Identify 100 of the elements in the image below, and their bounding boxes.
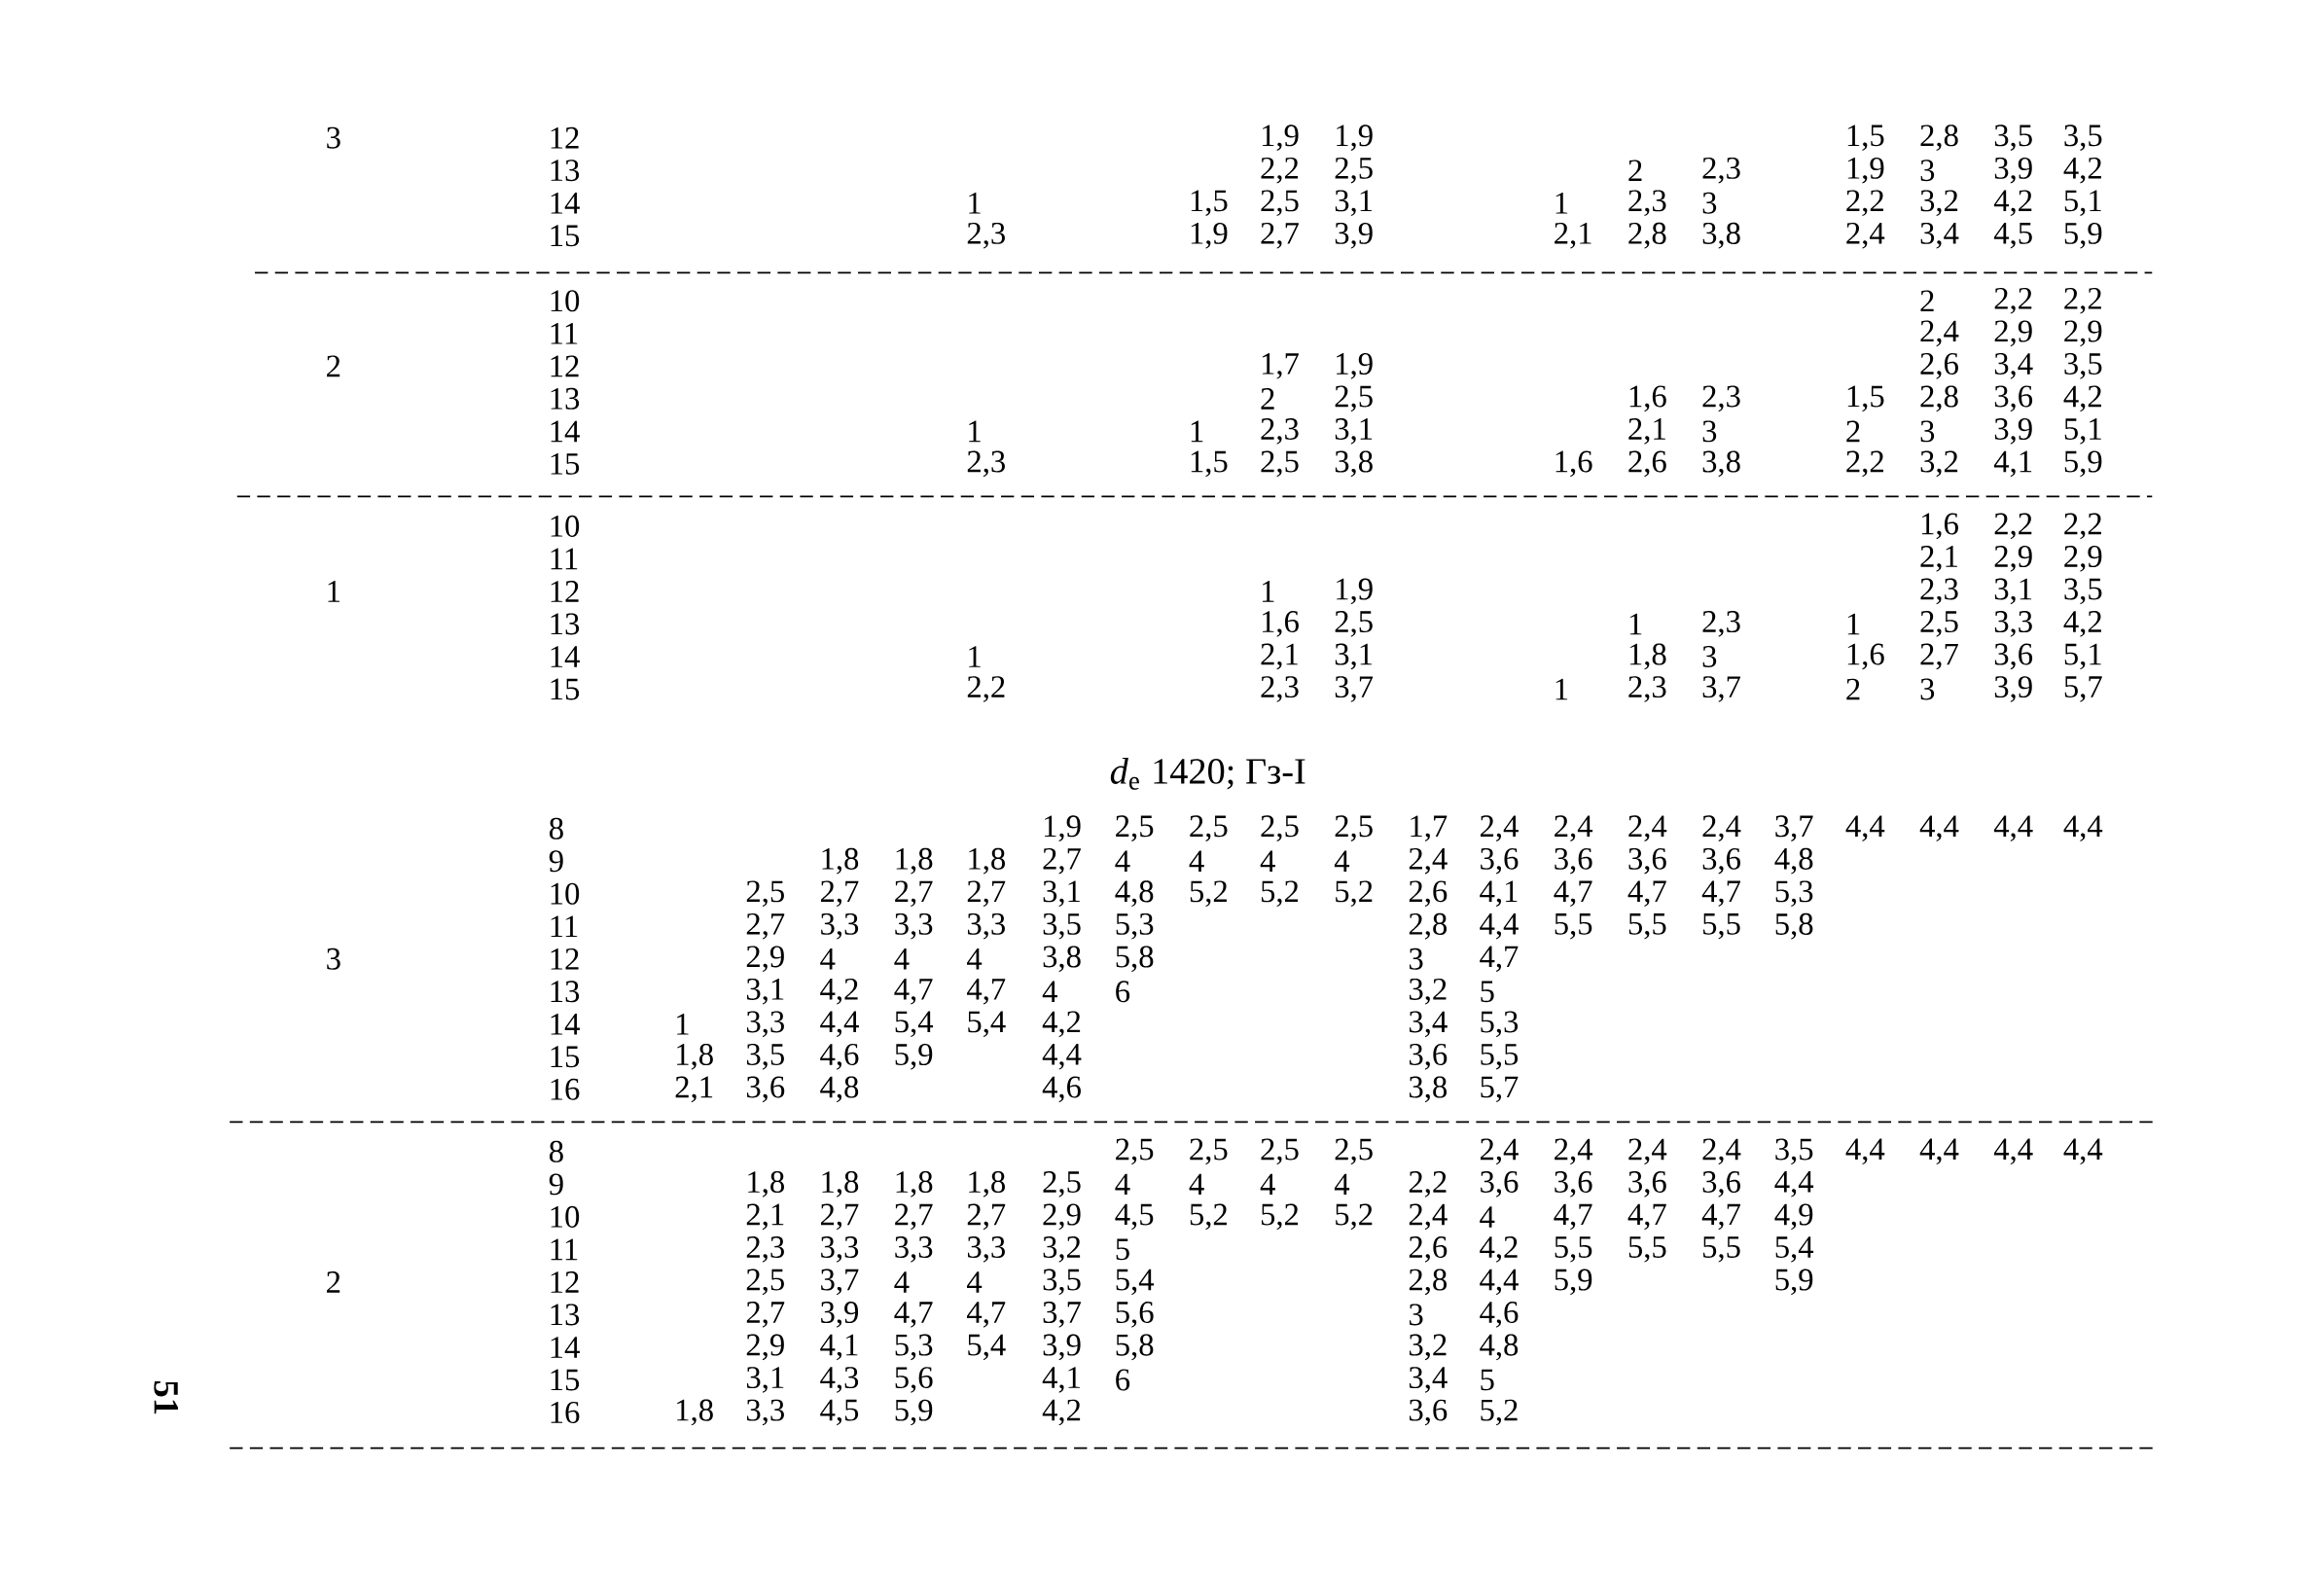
table-cell: 4,7 [894,1302,933,1328]
table-cell: 1 [1191,420,1203,443]
table-cell: 2,1 [1920,546,1957,572]
table-cell: 3,1 [746,979,784,1005]
table-cell: 3,5 [2064,353,2102,379]
table-cell: 2,9 [746,1334,784,1361]
table-cell: 2,7 [1043,848,1081,875]
table-cell: 4,9 [1774,1203,1813,1231]
table-cell: 2,5 [1190,815,1228,842]
table-cell: 3,9 [1994,676,2032,703]
row-number: 14 [551,193,580,214]
table-cell: 2,7 [967,1203,1006,1231]
table-cell: 1,9 [1262,125,1299,152]
table-cell: 2,5 [1116,1138,1154,1165]
table-cell: 3,6 [1628,1171,1666,1198]
table-cell: 4,8 [1480,1334,1519,1361]
table-cell: 3,3 [821,1236,859,1263]
table-cell: 4,1 [1042,1367,1080,1393]
row-number: 13 [551,388,580,411]
table-cell: 4,1 [1993,450,2032,478]
table-cell: 3,8 [1702,223,1740,249]
table-cell: 2,5 [1920,611,1958,637]
group-number: 1 [328,581,340,602]
table-cell: 3,6 [1410,1399,1448,1426]
table-cell: 2,3 [1702,385,1740,412]
table-cell: 5,4 [1116,1269,1155,1296]
table-cell: 1 [677,1014,689,1035]
table-cell: 2,1 [1555,223,1591,249]
table-cell: 4,7 [967,1302,1006,1328]
table-cell: 3,9 [1043,1334,1081,1361]
table-cell: 3,5 [2064,578,2102,605]
row-number: 9 [549,1173,563,1196]
table-cell: 2,3 [1628,676,1666,703]
table-cell: 1 [1555,193,1568,214]
table-cell: 6 [1116,981,1130,1003]
table-cell: 2,2 [1994,513,2032,540]
table-cell: 1,8 [969,848,1005,875]
table-cell: 2,3 [1702,611,1740,637]
table-cell: 2,9 [1994,320,2032,347]
table-cell: 5,3 [895,1334,933,1361]
table-cell: 3 [1920,160,1935,182]
table-cell: 4,8 [1115,880,1154,908]
table-cell: 2,8 [1628,223,1666,249]
table-cell: 2,5 [1261,1138,1299,1165]
table-cell: 3 [1410,1304,1423,1326]
table-cell: 3,1 [1335,643,1373,670]
table-cell: 2,6 [1628,450,1666,478]
table-cell: 4,2 [2063,611,2101,637]
row-number: 10 [551,882,580,905]
table-cell: 4,7 [1627,1203,1666,1231]
table-cell: 3 [1702,193,1717,214]
table-cell: 1,5 [1191,190,1228,217]
table-cell: 1,8 [1629,643,1666,670]
table-cell: 3,7 [1775,815,1813,842]
row-number: 14 [551,1337,580,1358]
table-cell: 5,4 [968,1334,1006,1361]
table-cell: 3,4 [1410,1011,1448,1038]
table-cell: 3,3 [895,913,933,940]
table-cell: 2,3 [746,1236,784,1263]
table-cell: 5,3 [1116,913,1154,940]
table-cell: 5,2 [1261,1203,1299,1231]
row-number: 10 [551,516,580,538]
row-number: 11 [551,548,578,570]
table-cell: 1,5 [1847,385,1884,412]
table-cell: 1,5 [1847,125,1884,152]
table-cell: 3,5 [746,1044,784,1070]
table-cell: 5,2 [1336,1203,1373,1231]
table-cell: 2,2 [1846,190,1883,217]
row-number: 10 [551,1206,580,1229]
table-cell: 3 [1410,948,1423,970]
table-cell: 1,6 [1847,643,1884,670]
table-cell: 1,8 [822,1171,859,1198]
table-cell: 2,5 [1261,190,1299,217]
table-cell: 2,5 [746,1269,784,1296]
table-cell: 4,6 [1480,1302,1519,1328]
table-cell: 2,5 [1335,611,1373,637]
table-cell: 3,8 [1335,450,1373,478]
group-number: 3 [327,948,340,970]
table-cell: 2,1 [1628,418,1665,445]
table-cell: 5,5 [1481,1044,1519,1070]
table-cell: 4,8 [1774,848,1813,875]
table-cell: 2,7 [967,880,1006,908]
table-cell: 5,3 [1481,1011,1519,1038]
row-number: 11 [551,915,578,938]
table-cell: 1,8 [677,1399,713,1426]
table-cell: 5,8 [1116,946,1154,973]
table-cell: 3,3 [746,1011,784,1038]
table-cell: 4,4 [1845,1138,1885,1165]
table-cell: 3,1 [746,1367,784,1394]
table-cell: 2,5 [1116,815,1154,842]
table-cell: 1,6 [1555,450,1592,478]
table-cell: 4 [1189,1173,1204,1196]
table-cell: 3,5 [1043,913,1081,940]
table-cell: 3 [1702,646,1717,668]
table-cell: 1,8 [677,1044,713,1070]
table-cell: 5 [1481,1369,1494,1391]
table-cell: 4 [1334,850,1350,873]
table-cell: 3,6 [1994,643,2033,670]
table-cell: 2,7 [1261,223,1299,249]
table-cell: 3,3 [746,1399,784,1426]
